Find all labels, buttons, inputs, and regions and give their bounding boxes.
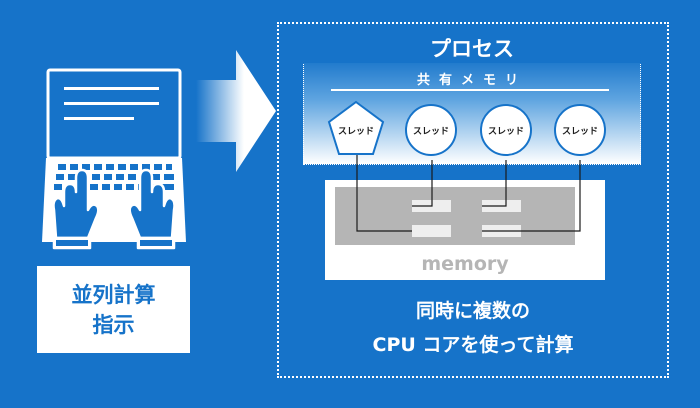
- process-title-text: プロセス: [424, 37, 520, 61]
- memory-cell: [412, 225, 451, 237]
- process-frame: [277, 22, 669, 378]
- laptop-typing-illustration: [42, 68, 186, 250]
- thread-circle-4: スレッド: [554, 104, 606, 156]
- thread-3-label: スレッド: [487, 126, 524, 137]
- screen-text-lines: [64, 87, 159, 120]
- thread-4-label: スレッド: [561, 126, 598, 137]
- thread-circle-3: スレッド: [480, 104, 532, 156]
- thread-memory-connectors: [356, 148, 581, 232]
- instruction-label-line2: 指示: [92, 312, 135, 337]
- process-title: プロセス: [303, 35, 641, 63]
- instruction-label-box: 並列計算 指示: [37, 266, 190, 353]
- right-arrow-icon: [196, 50, 276, 172]
- instruction-label-line1: 並列計算: [71, 282, 156, 307]
- connector-thread-4: [482, 160, 581, 232]
- memory-block: [335, 187, 575, 245]
- connector-thread-2: [412, 160, 433, 207]
- right-hand: [128, 168, 176, 250]
- caption-line1: 同時に複数の: [415, 300, 530, 322]
- thread-circle-2: スレッド: [405, 104, 457, 156]
- connector-thread-1: [356, 148, 412, 232]
- thread-1-label: スレッド: [338, 126, 374, 137]
- thread-2-label: スレッド: [412, 126, 449, 137]
- memory-label: memory: [421, 253, 509, 275]
- connector-thread-3: [482, 160, 507, 207]
- shared-memory-label: 共有メモリ: [416, 73, 527, 88]
- shared-memory-divider: [331, 89, 609, 91]
- left-hand: [52, 168, 100, 250]
- thread-pentagon: スレッド: [327, 100, 385, 155]
- laptop-screen: [46, 68, 182, 160]
- caption-line2: CPU コアを使って計算: [372, 334, 574, 356]
